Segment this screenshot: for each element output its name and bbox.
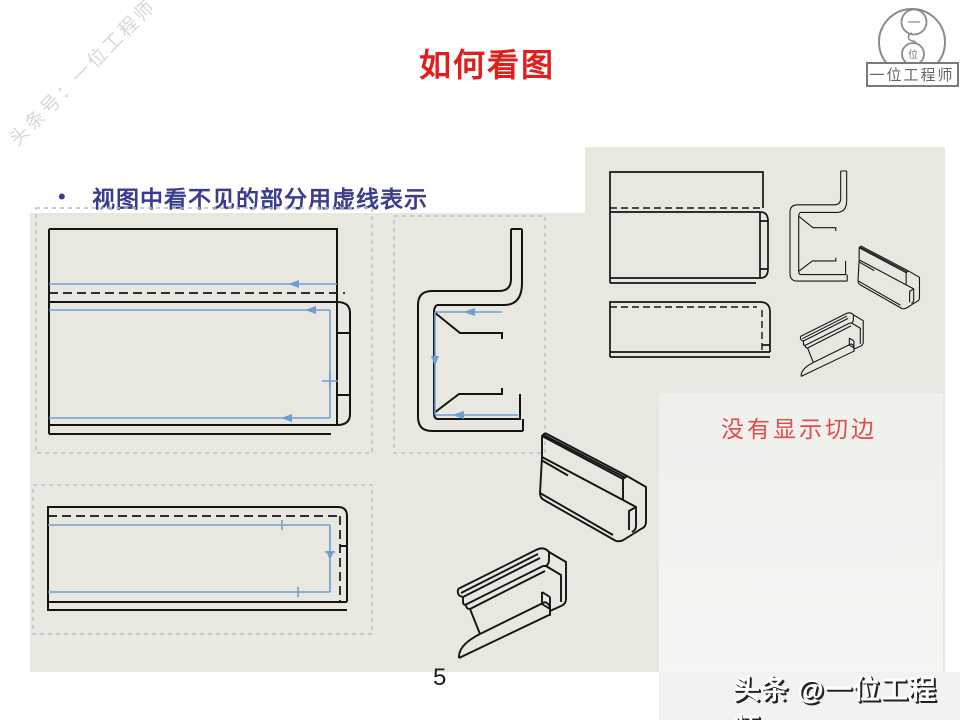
engineer-logo-icon: 一 位 一位工程师 — [866, 8, 959, 87]
note-text: 没有显示切边 — [721, 416, 877, 442]
front-view-small — [609, 171, 769, 284]
top-view-highlighted — [47, 506, 348, 611]
stamp-background — [659, 672, 960, 720]
side-view-highlighted — [417, 228, 524, 432]
logo-top-char: 一 — [907, 15, 920, 30]
side-view-small — [789, 170, 848, 282]
logo-box-label: 一位工程师 — [869, 67, 954, 84]
iso-part-large-1 — [539, 432, 647, 543]
byline-stamp: 头条 @一位工程师 — [733, 675, 937, 720]
bullet-dot-icon: • — [58, 184, 66, 209]
front-view-highlighted — [48, 228, 351, 435]
page-number: 5 — [433, 664, 447, 691]
cut-edge-panel — [659, 393, 943, 672]
logo-bottom-char: 位 — [908, 48, 918, 61]
logo-top-circle — [900, 8, 928, 36]
drawing-panel-top-right — [585, 147, 945, 213]
iso-part-small-1 — [857, 245, 921, 310]
top-view-small — [609, 301, 771, 358]
bullet-text: 视图中看不见的部分用虚线表示 — [92, 186, 428, 212]
view-boundary-boxes — [32, 207, 546, 635]
page-title: 如何看图 — [419, 47, 556, 83]
logo-box — [866, 62, 959, 87]
iso-part-small-2 — [799, 312, 864, 377]
iso-part-large-2 — [456, 547, 567, 659]
